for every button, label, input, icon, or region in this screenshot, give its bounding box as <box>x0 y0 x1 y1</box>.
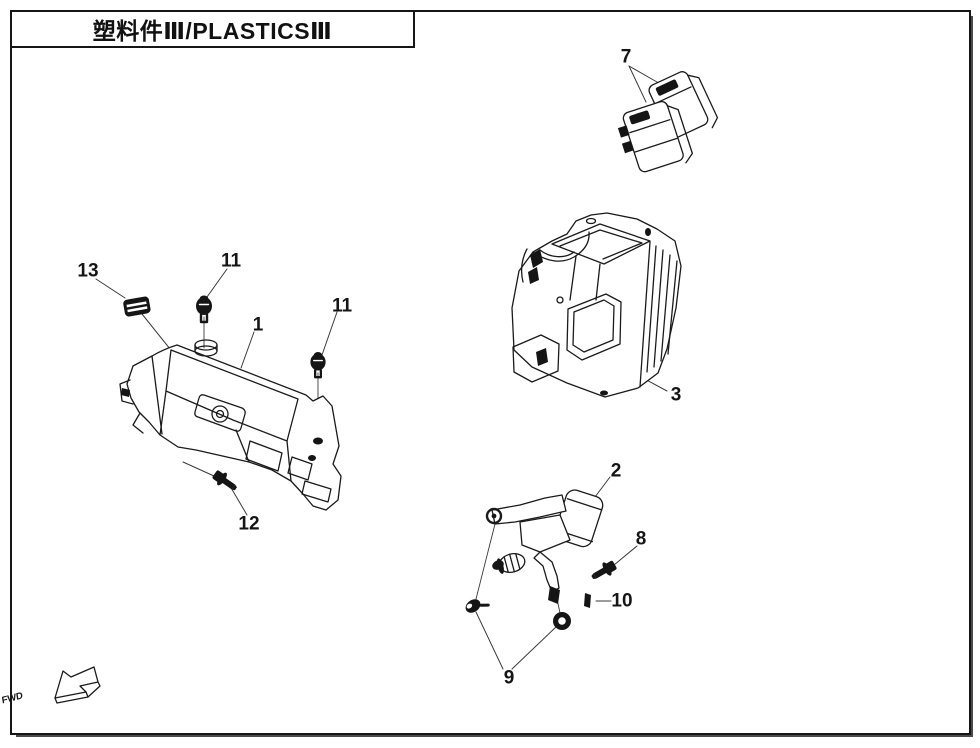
rivet-9-right <box>553 612 571 630</box>
part-7-connectors <box>617 71 719 173</box>
callout-part-10: 10 <box>611 590 633 612</box>
callout-part-8: 8 <box>635 528 647 550</box>
screw-12 <box>209 467 241 496</box>
callout-part-2: 2 <box>610 460 622 482</box>
fwd-label: FWD <box>1 690 24 706</box>
part-2-bracket <box>485 489 604 604</box>
callout-part-13: 13 <box>77 260 99 282</box>
fwd-arrow: FWD <box>1 666 101 706</box>
screw-8 <box>587 557 620 585</box>
callout-part-7: 7 <box>620 46 632 68</box>
callout-part-11-right: 11 <box>331 295 353 317</box>
rivet-9-left <box>465 599 490 613</box>
grommet-13 <box>123 296 151 317</box>
pin-10 <box>584 593 591 608</box>
part-1-cover <box>119 339 342 511</box>
title-box: 塑料件Ⅲ/PLASTICSⅢ <box>10 10 415 48</box>
callout-part-11-left: 11 <box>220 250 242 272</box>
page-title: 塑料件Ⅲ/PLASTICSⅢ <box>92 18 333 44</box>
callout-part-12: 12 <box>238 513 260 535</box>
part-3-battery-box <box>511 212 682 398</box>
callout-part-3: 3 <box>670 384 682 406</box>
callout-part-1: 1 <box>252 314 264 336</box>
callout-part-9: 9 <box>503 667 515 689</box>
